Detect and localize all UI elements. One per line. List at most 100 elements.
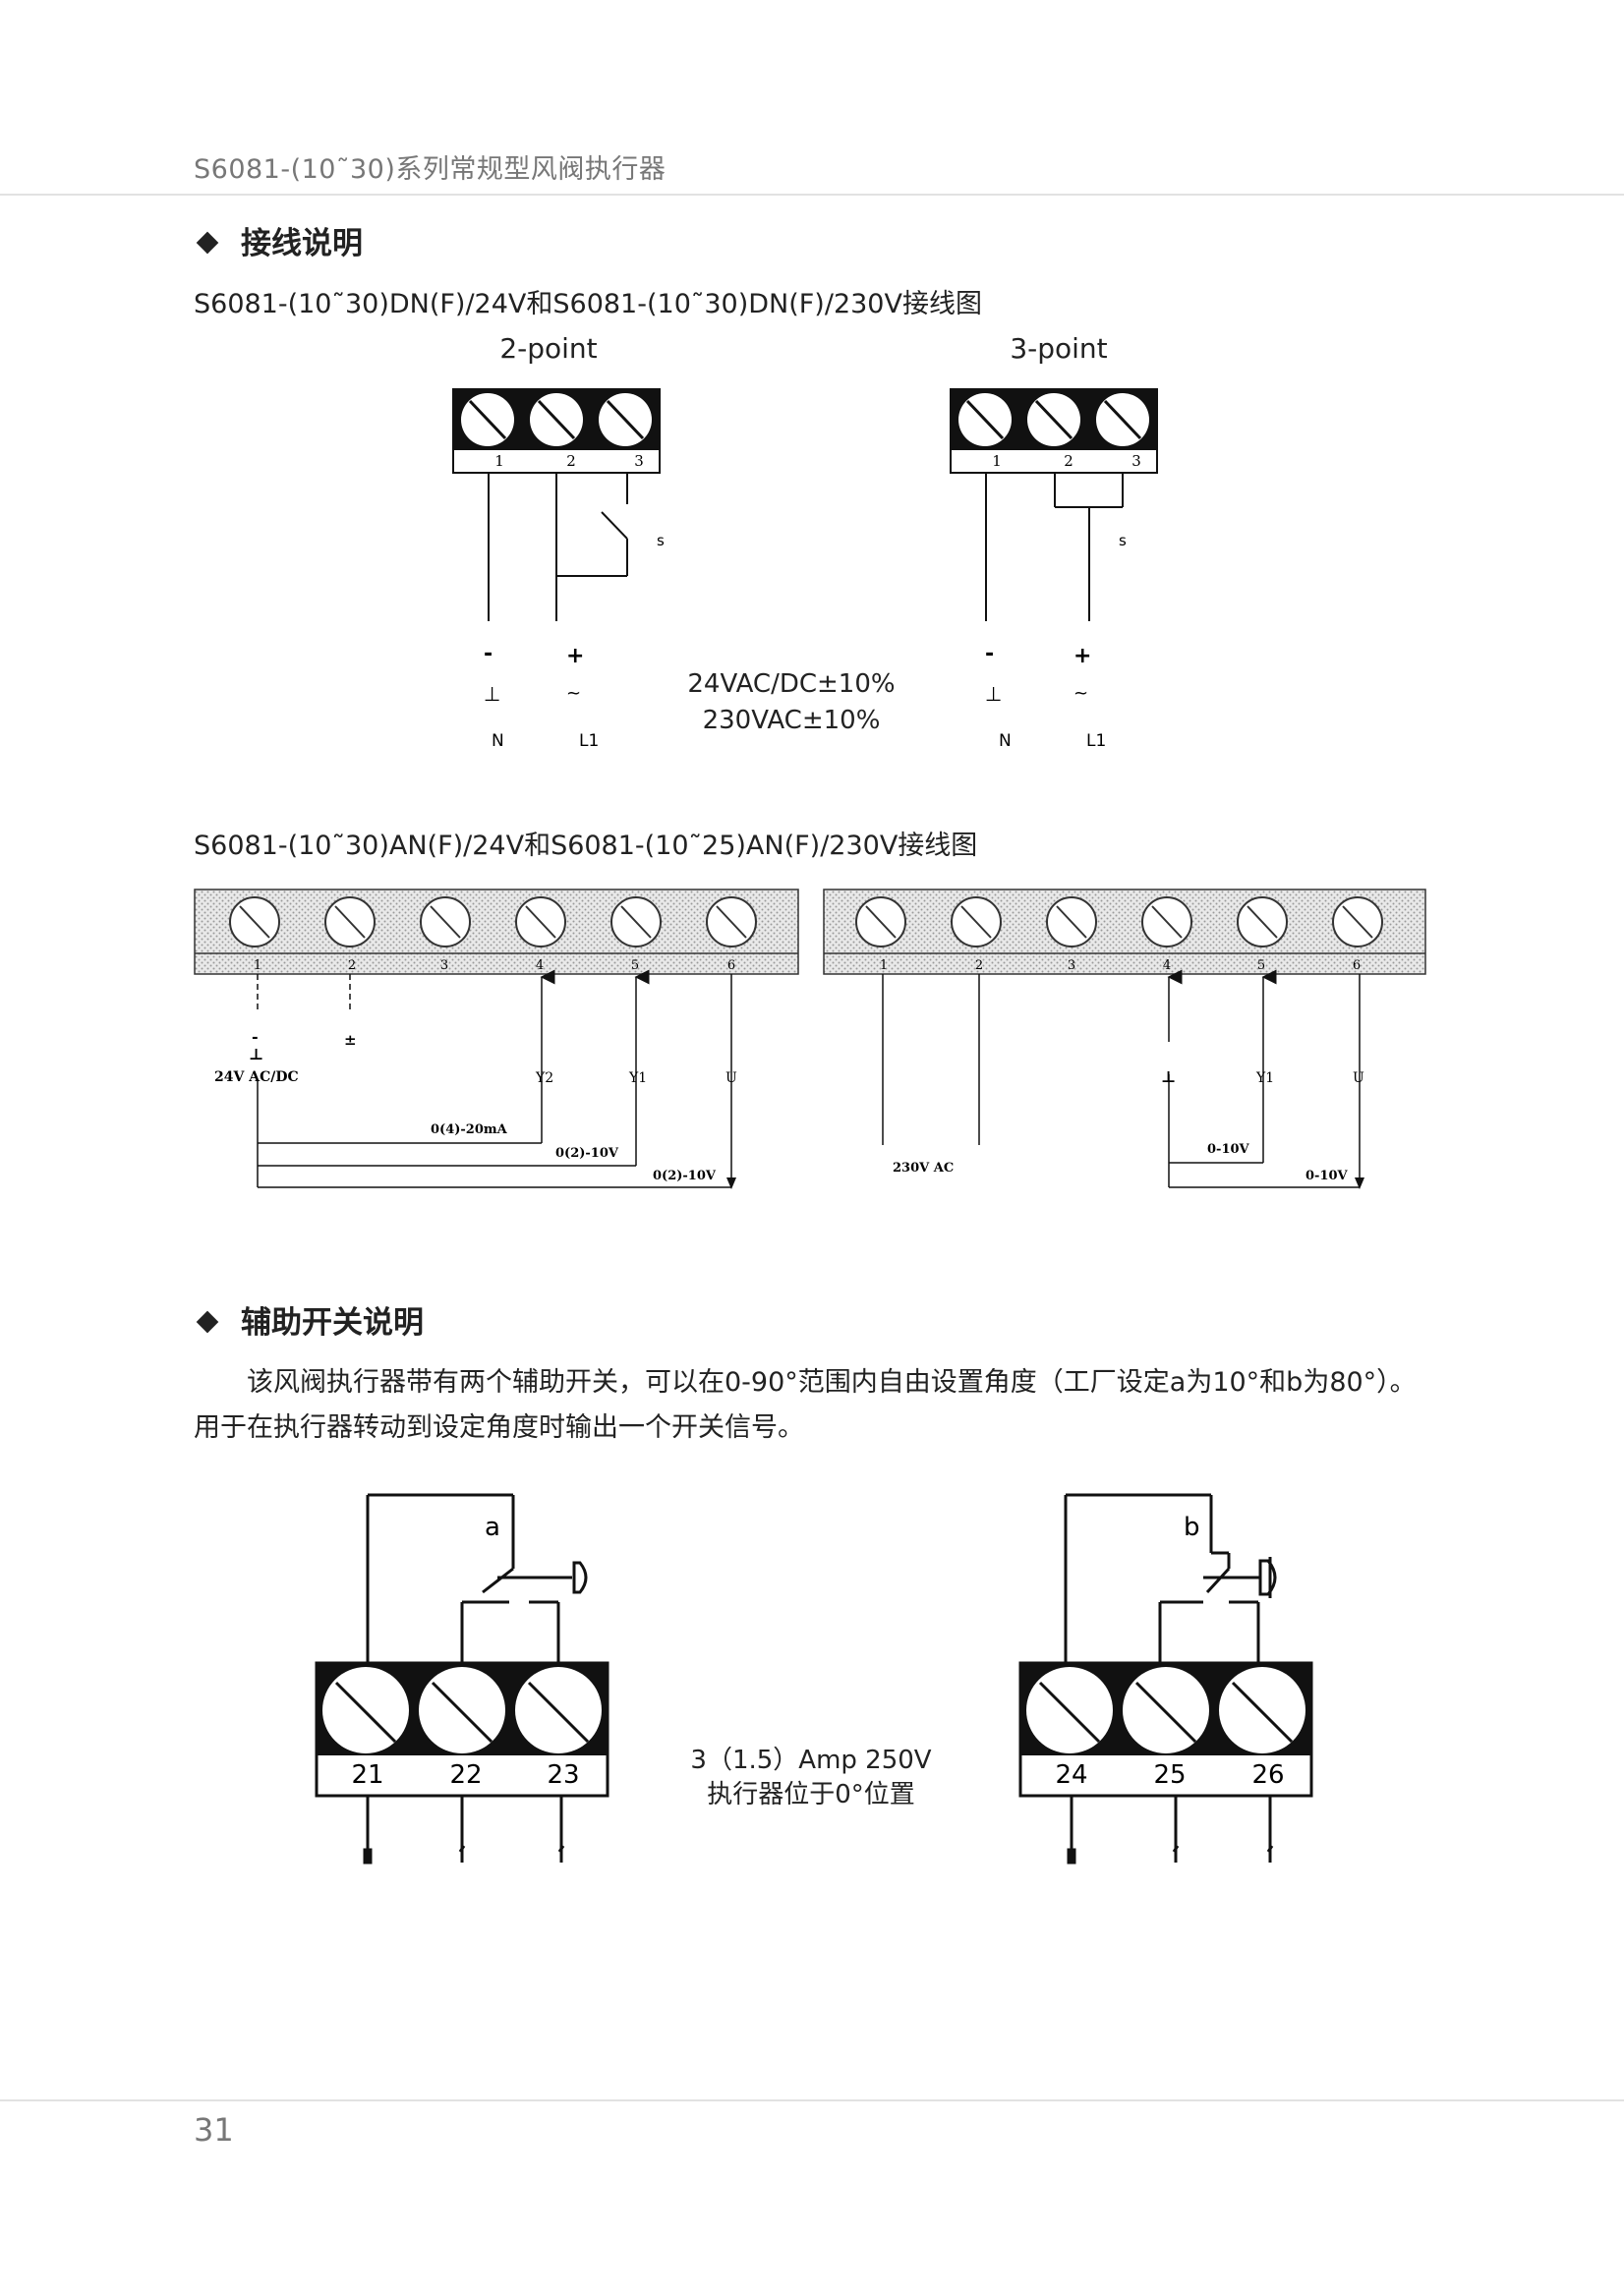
an-ground-symbol: ⊥ (249, 1045, 263, 1063)
aux-switch-diagram: a 21 22 23 3（1.5）Amp 250V 执行器位于0°位置 (315, 1493, 1313, 1865)
supply-voltage-dc: 24VAC/DC±10% (687, 669, 895, 699)
terminal-number: 1 (254, 958, 261, 973)
an-left-terminal-block: 1 2 3 4 5 6 (194, 889, 799, 975)
plus-label: + (566, 644, 584, 668)
screw-terminal-icon (1096, 393, 1149, 446)
screw-terminal-icon (322, 1667, 409, 1753)
ac-symbol: ~ (1073, 683, 1088, 704)
wiring-section-title: 接线说明 (196, 218, 363, 262)
screw-terminal-icon (1219, 1667, 1305, 1753)
aux-description-line1: 该风阀执行器带有两个辅助开关，可以在0-90°范围内自由设置角度（工厂设定a为1… (247, 1367, 1417, 1398)
terminal-number: 23 (547, 1760, 579, 1790)
an-signal-v2: 0(2)-10V (653, 1169, 717, 1183)
switch-a-label: a (485, 1513, 500, 1542)
screw-terminal-icon (461, 393, 514, 446)
plus-label: + (1073, 644, 1091, 668)
terminal-number: 5 (1257, 958, 1265, 973)
an-right-terminal-block: 1 2 3 4 5 6 (823, 889, 1426, 975)
an-signal-ma: 0(4)-20mA (431, 1122, 508, 1137)
screw-terminal-icon (951, 896, 1002, 947)
screw-terminal-icon (324, 896, 376, 947)
screw-terminal-icon (706, 896, 757, 947)
terminal-number: 25 (1153, 1760, 1186, 1790)
screw-terminal-icon (599, 393, 652, 446)
supply-voltage-ac: 230VAC±10% (703, 706, 881, 735)
two-point-label: 2-point (499, 332, 597, 365)
screw-terminal-icon (419, 1667, 505, 1753)
two-point-wires (488, 473, 628, 621)
switch-s-label: s (1119, 532, 1127, 549)
an-left-wires (257, 969, 736, 1189)
terminal-number: 4 (1163, 958, 1171, 973)
terminal-number: 22 (449, 1760, 482, 1790)
terminal-number: 3 (1131, 452, 1141, 470)
an-signal-v2: 0-10V (1305, 1169, 1349, 1183)
minus-label: - (484, 642, 493, 666)
terminal-number: 3 (440, 958, 448, 973)
an-u-label: U (725, 1070, 737, 1086)
terminal-number: 4 (536, 958, 544, 973)
an-wiring-caption: S6081-(10˜30)AN(F)/24V和S6081-(10˜25)AN(F… (194, 831, 978, 861)
terminal-number: 6 (727, 958, 735, 973)
terminal-number: 1 (494, 452, 504, 470)
footer-divider (0, 2099, 1624, 2101)
screw-terminal-icon (610, 896, 662, 947)
an-wiring-diagram: 1 2 3 4 5 6 - ⊥ ± 24V AC/DC Y2 Y1 U 0(4)… (194, 889, 1426, 1189)
neutral-label: N (999, 731, 1012, 751)
aux-description: 该风阀执行器带有两个辅助开关，可以在0-90°范围内自由设置角度（工厂设定a为1… (194, 1360, 1442, 1451)
switch-rating: 3（1.5）Amp 250V (690, 1746, 931, 1775)
screw-terminal-icon (229, 896, 280, 947)
screw-terminal-icon (1046, 896, 1097, 947)
aux-b-terminal-block: 24 25 26 (1018, 1661, 1313, 1798)
an-u-label: U (1353, 1070, 1364, 1086)
terminal-number: 2 (975, 958, 983, 973)
aux-a-leads (363, 1796, 565, 1865)
header-divider (0, 194, 1624, 196)
an-ground-symbol: ⊥ (1161, 1067, 1176, 1086)
switch-b-wiring (1064, 1493, 1270, 1663)
screw-terminal-icon (515, 896, 566, 947)
aux-section-title: 辅助开关说明 (196, 1297, 424, 1342)
terminal-number: 1 (880, 958, 888, 973)
screw-terminal-icon (515, 1667, 602, 1753)
aux-b-leads (1067, 1796, 1274, 1865)
aux-description-line2: 用于在执行器转动到设定角度时输出一个开关信号。 (194, 1412, 804, 1443)
minus-label: - (985, 642, 994, 666)
screw-terminal-icon (855, 896, 906, 947)
switch-b-label: b (1184, 1513, 1200, 1542)
page-number: 31 (194, 2111, 234, 2149)
three-point-label: 3-point (1010, 332, 1107, 365)
screw-terminal-icon (958, 393, 1012, 446)
terminal-number: 1 (992, 452, 1002, 470)
aux-a-terminal-block: 21 22 23 (315, 1661, 609, 1798)
screw-terminal-icon (1026, 1667, 1113, 1753)
an-right-wires (882, 969, 1364, 1189)
screw-terminal-icon (1237, 896, 1288, 947)
an-supply-24v: 24V AC/DC (214, 1069, 299, 1085)
terminal-number: 26 (1251, 1760, 1284, 1790)
an-signal-v1: 0(2)-10V (555, 1146, 619, 1161)
screw-terminal-icon (1027, 393, 1080, 446)
diamond-bullet-icon (196, 1310, 219, 1333)
screw-terminal-icon (530, 393, 583, 446)
screw-terminal-icon (1123, 1667, 1209, 1753)
two-point-terminal-block: 1 2 3 (452, 388, 661, 474)
three-point-wires (985, 473, 1124, 621)
terminal-number: 6 (1353, 958, 1361, 973)
terminal-number: 24 (1055, 1760, 1087, 1790)
switch-s-label: s (657, 532, 665, 549)
ac-symbol: ~ (566, 683, 581, 704)
actuator-position-note: 执行器位于0°位置 (707, 1780, 915, 1809)
an-y1-label: Y1 (628, 1070, 647, 1086)
terminal-number: 5 (631, 958, 639, 973)
wiring-section-title-text: 接线说明 (241, 226, 363, 261)
terminal-number: 2 (566, 452, 576, 470)
terminal-number: 3 (1068, 958, 1075, 973)
ground-symbol: ⊥ (484, 682, 500, 706)
an-y1-label: Y1 (1255, 1070, 1274, 1086)
terminal-number: 3 (634, 452, 644, 470)
cam-actuator-icon (1258, 1557, 1277, 1598)
an-y2-label: Y2 (535, 1070, 553, 1086)
neutral-label: N (492, 731, 504, 751)
cam-actuator-icon (572, 1561, 588, 1594)
